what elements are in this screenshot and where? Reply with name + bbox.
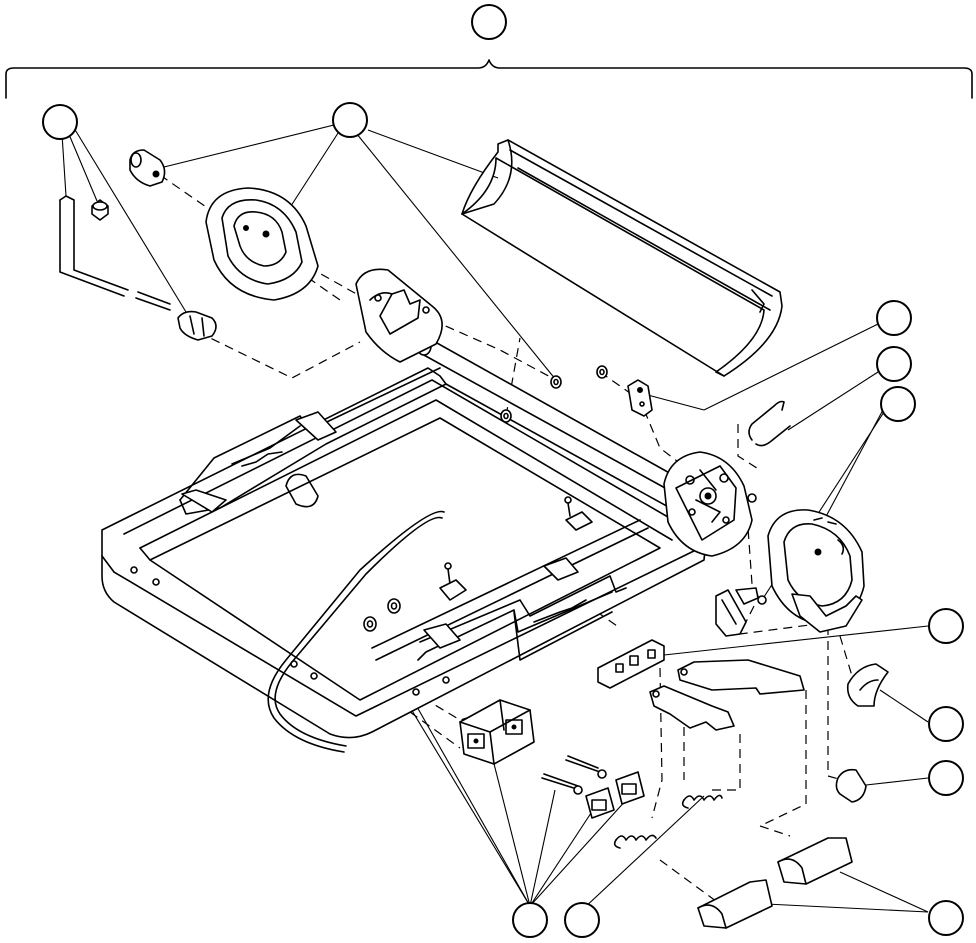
washer-1 — [550, 375, 562, 389]
small-cylinder — [129, 149, 166, 187]
screw-2 — [565, 755, 607, 779]
hook-spring — [748, 400, 791, 447]
washer-2 — [596, 365, 608, 379]
screw-1 — [541, 773, 583, 795]
bushing-top — [91, 199, 109, 221]
callout-left-1 — [42, 104, 78, 140]
callout-right-6 — [928, 760, 964, 796]
right-pivot-mechanism — [663, 451, 753, 557]
right-end-cap — [767, 509, 865, 633]
nut-2 — [387, 598, 401, 614]
left-end-cap — [205, 187, 319, 301]
pivot-bolt — [715, 587, 759, 637]
callout-bottom-2 — [564, 902, 600, 938]
clip-1 — [439, 579, 467, 601]
switch-1 — [585, 787, 615, 819]
cable — [267, 510, 445, 753]
callout-bubbles — [42, 4, 964, 938]
small-screws — [444, 496, 572, 585]
callout-top — [471, 4, 507, 40]
end-plug — [835, 768, 867, 803]
trim-cap — [846, 663, 889, 707]
washer-3 — [500, 409, 512, 423]
pad-right — [777, 837, 853, 885]
backrest-panel — [461, 139, 783, 377]
spring-2 — [681, 794, 723, 809]
callout-right-5 — [928, 706, 964, 742]
callout-right-3 — [880, 386, 916, 422]
callout-bottom-1 — [512, 902, 548, 938]
switch-bracket — [597, 639, 665, 689]
callout-left-2 — [332, 102, 368, 138]
seat-frame — [101, 367, 707, 739]
bushing-bottom — [177, 310, 217, 341]
callout-right-4 — [928, 608, 964, 644]
nut-1 — [363, 616, 377, 632]
spring-1 — [613, 834, 657, 849]
switch-2 — [615, 771, 645, 805]
pin-stud — [747, 493, 767, 605]
callout-bottom-right — [928, 900, 964, 936]
pad-left — [697, 879, 773, 929]
callout-right-2 — [876, 346, 912, 382]
latch-plate — [627, 379, 653, 417]
callout-right-1 — [876, 300, 912, 336]
left-pivot-bracket — [355, 268, 443, 363]
actuator-plate-upper — [677, 659, 805, 695]
connector-housing — [459, 699, 535, 765]
actuator-plate-lower — [649, 685, 735, 731]
assembly-bracket — [5, 59, 973, 99]
clip-2 — [565, 511, 593, 531]
link-rod — [59, 195, 171, 311]
